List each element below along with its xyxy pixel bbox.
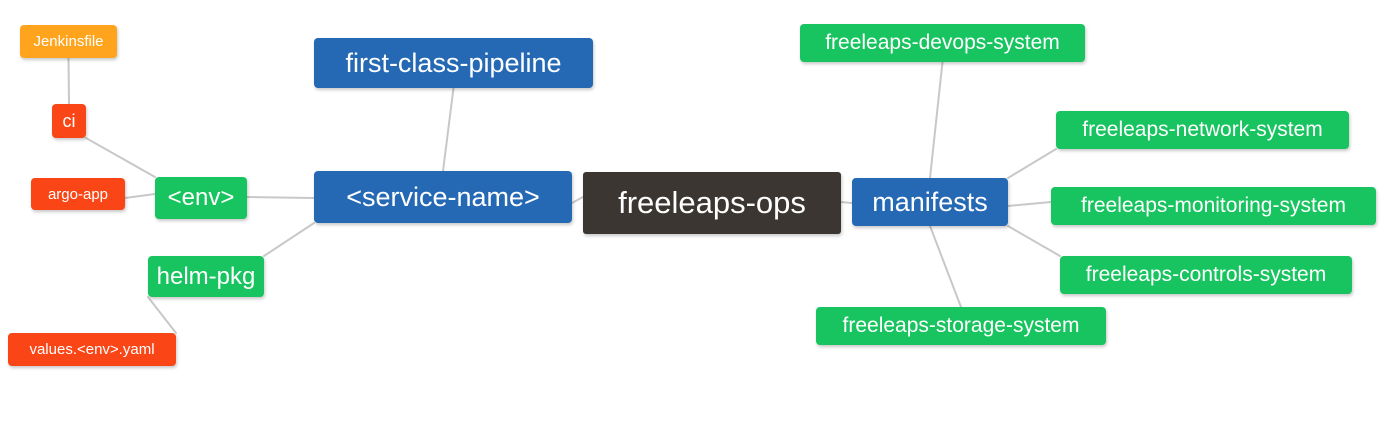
node-label: freeleaps-network-system [1082, 118, 1323, 141]
node-label: manifests [872, 186, 988, 217]
mindmap-node-root[interactable]: freeleaps-ops [583, 172, 841, 234]
edge-root-to-service-name [571, 196, 584, 204]
edge-service-name-to-helm-pkg [263, 222, 315, 257]
node-label: freeleaps-controls-system [1085, 263, 1327, 286]
edge-manifests-to-network-system [1007, 148, 1057, 179]
mindmap-node-env[interactable]: <env> [155, 177, 247, 219]
node-label: Jenkinsfile [33, 33, 104, 50]
node-label: values.<env>.yaml [29, 341, 155, 358]
mindmap-node-manifests[interactable]: manifests [852, 178, 1008, 226]
mindmap-node-devops-system[interactable]: freeleaps-devops-system [800, 24, 1085, 62]
edge-manifests-to-devops-system [929, 61, 944, 179]
edge-manifests-to-storage-system [929, 225, 962, 308]
mindmap-node-service-name[interactable]: <service-name> [314, 171, 572, 223]
edge-manifests-to-controls-system [1007, 225, 1061, 257]
mindmap-node-argo-app[interactable]: argo-app [31, 178, 125, 210]
node-label: first-class-pipeline [345, 47, 562, 78]
edge-service-name-to-env [246, 196, 315, 199]
mindmap-node-values-yaml[interactable]: values.<env>.yaml [8, 333, 176, 366]
mindmap-node-storage-system[interactable]: freeleaps-storage-system [816, 307, 1106, 345]
node-label: argo-app [47, 185, 109, 203]
mindmap-node-network-system[interactable]: freeleaps-network-system [1056, 111, 1349, 149]
mindmap-node-first-class-pipeline[interactable]: first-class-pipeline [314, 38, 593, 88]
node-label: freeleaps-ops [618, 185, 806, 220]
node-label: freeleaps-devops-system [825, 31, 1060, 54]
edge-env-to-argo-app [124, 193, 156, 199]
node-label: helm-pkg [156, 262, 256, 290]
node-label: <service-name> [346, 181, 540, 212]
mindmap-node-monitoring-system[interactable]: freeleaps-monitoring-system [1051, 187, 1376, 225]
node-label: freeleaps-monitoring-system [1081, 194, 1346, 217]
edge-env-to-ci [85, 137, 156, 178]
edge-manifests-to-monitoring-system [1007, 201, 1052, 207]
mindmap-node-controls-system[interactable]: freeleaps-controls-system [1060, 256, 1352, 294]
node-label: ci [62, 110, 76, 131]
edge-root-to-manifests [840, 201, 853, 204]
node-label: freeleaps-storage-system [842, 314, 1080, 337]
edge-service-name-to-first-class-pipeline [442, 87, 455, 172]
mindmap-node-ci[interactable]: ci [52, 104, 86, 138]
edge-ci-to-jenkinsfile [67, 57, 70, 105]
mindmap-node-helm-pkg[interactable]: helm-pkg [148, 256, 264, 297]
mindmap-node-jenkinsfile[interactable]: Jenkinsfile [20, 25, 117, 58]
edge-helm-pkg-to-values-yaml [147, 296, 177, 334]
node-label: <env> [167, 184, 235, 211]
